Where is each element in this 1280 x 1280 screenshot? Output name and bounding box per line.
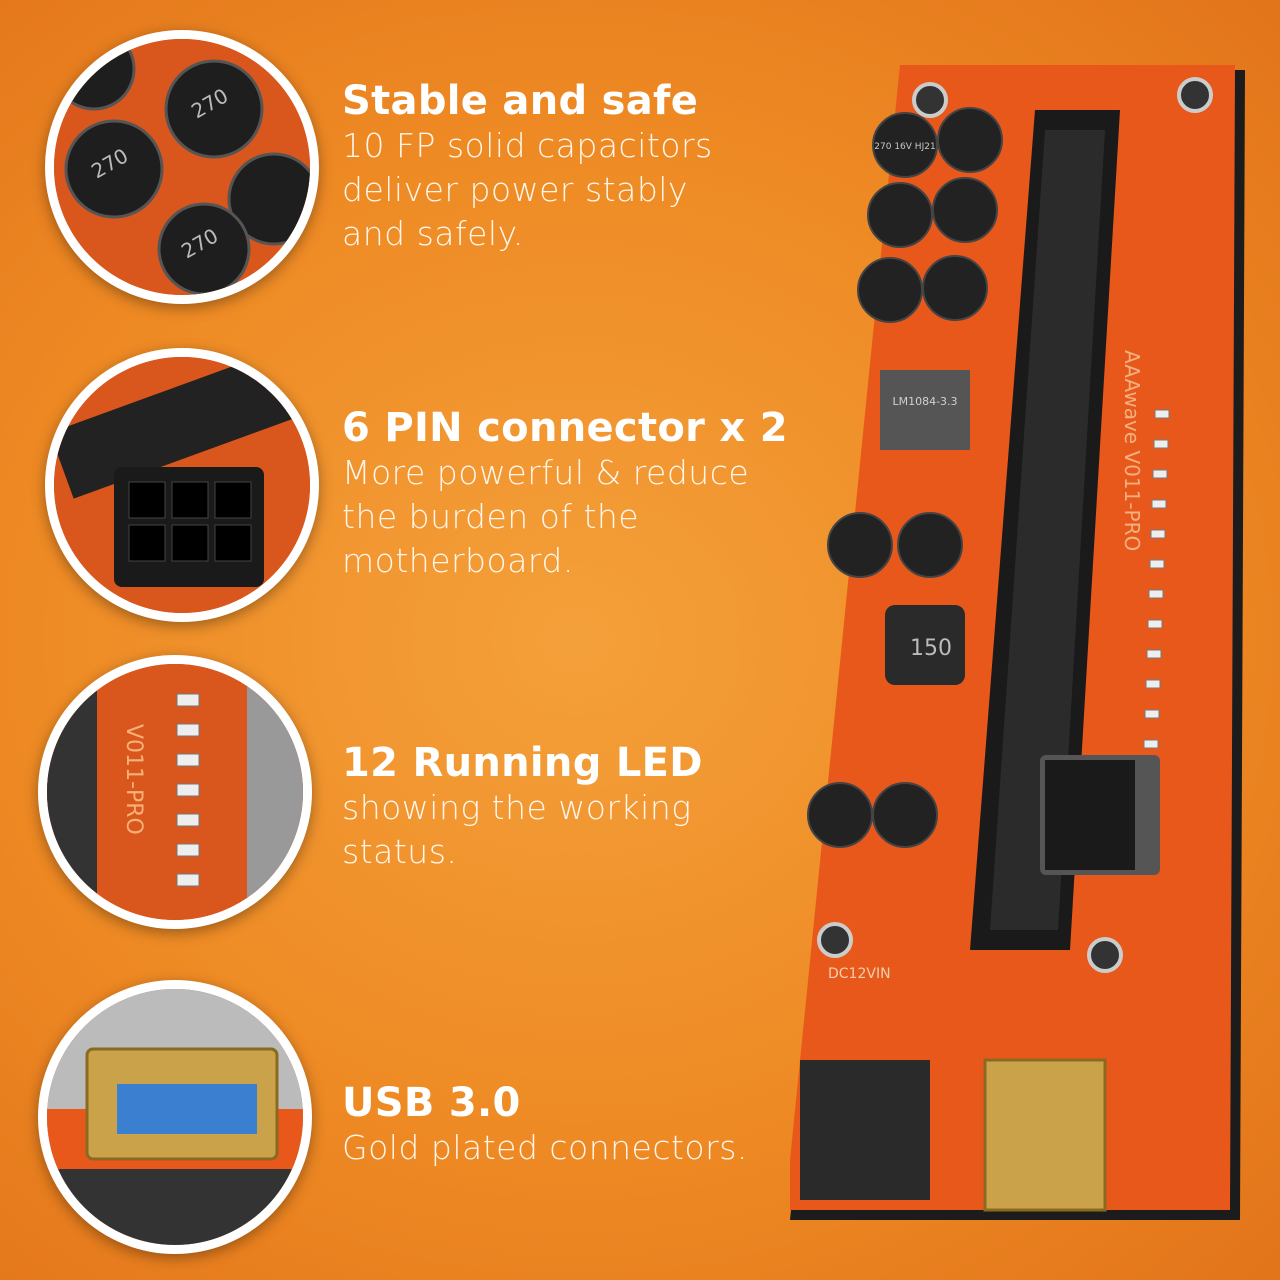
feature-running-led: 12 Running LED showing the working statu… bbox=[342, 740, 703, 874]
feature-6pin-connector: 6 PIN connector x 2 More powerful & redu… bbox=[342, 405, 788, 583]
feature-description: Gold plated connectors. bbox=[342, 1128, 748, 1167]
power-label: DC12VIN bbox=[828, 966, 891, 982]
6pin-connector-closeup-image bbox=[45, 348, 319, 622]
inductor-label: 150 bbox=[910, 636, 952, 661]
board-model-label: AAAwave V011-PRO bbox=[1120, 350, 1144, 551]
feature-title: 6 PIN connector x 2 bbox=[342, 405, 788, 451]
feature-title: USB 3.0 bbox=[342, 1080, 521, 1126]
regulator-label: LM1084-3.3 bbox=[892, 395, 957, 408]
usb-port-closeup-image bbox=[38, 980, 312, 1254]
capacitor-label: 270 16V HJ21 bbox=[874, 142, 935, 152]
feature-description: showing the working status. bbox=[342, 788, 692, 871]
feature-title: Stable and safe bbox=[342, 78, 699, 124]
feature-description: 10 FP solid capacitors deliver power sta… bbox=[342, 126, 713, 253]
feature-title: 12 Running LED bbox=[342, 740, 703, 786]
svg-text:V011-PRO: V011-PRO bbox=[121, 724, 146, 835]
feature-stable-safe: Stable and safe 10 FP solid capacitors d… bbox=[342, 78, 713, 256]
led-closeup-image: V011-PRO bbox=[38, 655, 312, 929]
feature-description: More powerful & reduce the burden of the… bbox=[342, 453, 750, 580]
feature-usb: USB 3.0 Gold plated connectors. bbox=[342, 1080, 748, 1170]
riser-board-image: 270 16V HJ21 LM1084-3.3 150 AAAwave V011… bbox=[785, 60, 1260, 1240]
